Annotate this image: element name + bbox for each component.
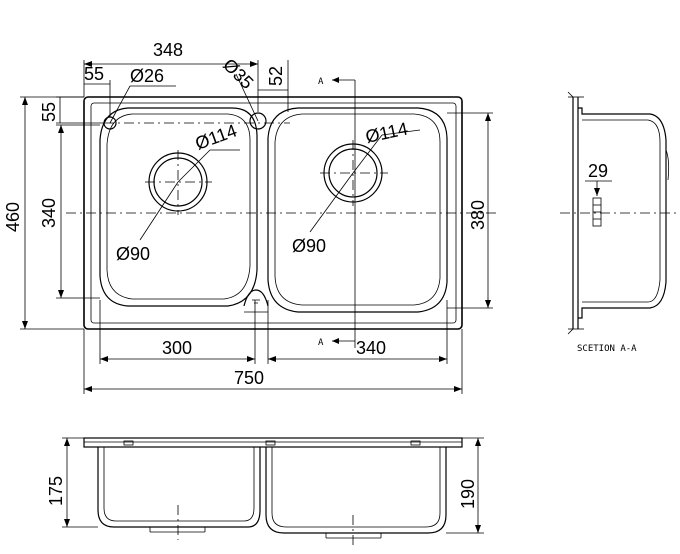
right-bowl-inner-outline [274, 113, 441, 306]
left-bowl-inner-outline [106, 113, 251, 300]
front-view: 175 190 [46, 437, 484, 548]
dim-right-drain-outer: Ø114 [364, 118, 410, 146]
section-label: SCETION A-A [577, 344, 637, 354]
dim-right-height: 190 [458, 479, 478, 509]
dim-right-drain-inner: Ø90 [292, 236, 326, 256]
center-logo [252, 299, 260, 304]
front-left-bowl [97, 447, 261, 528]
right-bowl-outline [267, 107, 448, 313]
dim-left-bowl-width: 300 [162, 338, 192, 358]
dim-overall-width: 750 [234, 368, 264, 388]
dim-left-height: 175 [46, 476, 66, 506]
dim-overall-depth: 460 [3, 202, 23, 232]
dim-hole-top: 55 [39, 102, 59, 122]
dim-right-bowl-depth: 380 [468, 200, 488, 230]
section-marker-bottom: A [318, 338, 324, 348]
dim-section: 29 [588, 161, 608, 181]
top-view: A A 348 55 Ø26 Ø35 52 55 [3, 40, 500, 394]
dim-right-bowl-width: 340 [356, 338, 386, 358]
dim-center-offset: 348 [153, 40, 183, 60]
dim-left-bowl-depth: 340 [39, 198, 59, 228]
dim-left-drain-outer: Ø114 [193, 120, 240, 153]
section-view: 29 SCETION A-A [560, 91, 676, 354]
dim-left-drain-inner: Ø90 [116, 244, 150, 264]
center-overflow [243, 289, 269, 307]
front-right-bowl [265, 447, 447, 534]
front-rim [83, 437, 463, 448]
dim-tap-hole-dia: Ø26 [130, 66, 164, 86]
dim-hole-edge: 55 [84, 64, 104, 84]
section-marker-top: A [318, 77, 324, 87]
dim-tap-hole2-dia: Ø35 [219, 55, 257, 93]
left-bowl-outline [99, 107, 258, 307]
tap-hole-center-icon [249, 112, 267, 130]
dim-tap-hole2-offset: 52 [266, 66, 286, 86]
